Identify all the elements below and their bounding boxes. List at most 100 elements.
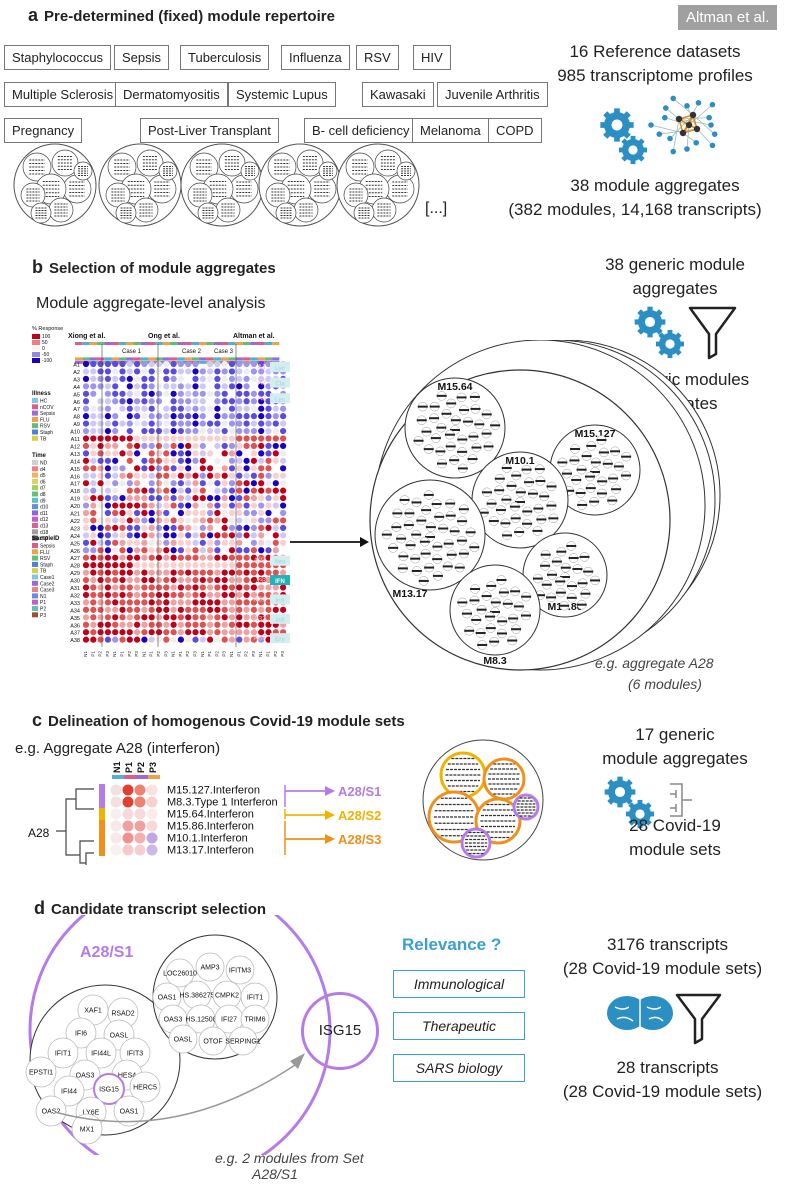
column-label: P1 <box>236 651 241 657</box>
annotation-bar <box>155 357 163 361</box>
heatmap-cell <box>119 614 126 621</box>
heatmap-cell <box>170 390 177 397</box>
heatmap-cell <box>280 420 287 427</box>
heatmap-cell <box>185 480 192 487</box>
heatmap-cell <box>221 442 228 450</box>
heatmap-cell <box>258 383 265 390</box>
column-label: P3 <box>105 651 110 657</box>
heatmap-cell <box>141 599 148 606</box>
legend-swatch <box>32 416 38 422</box>
heatmap-cell <box>82 360 90 368</box>
gene-label: OAS1 <box>120 1109 139 1116</box>
transcript-text-mark <box>566 585 577 588</box>
heatmap-cell <box>192 621 199 628</box>
heatmap-cell <box>97 465 104 472</box>
heatmap-cell <box>214 383 221 390</box>
heatmap-cell <box>207 420 214 427</box>
heatmap-cell <box>126 606 133 613</box>
heatmap-cell <box>163 509 170 517</box>
heatmap-cell <box>250 636 257 643</box>
heatmap-cell <box>126 636 133 643</box>
heatmap-cell <box>228 532 236 539</box>
transcript-text-mark <box>457 438 468 441</box>
heatmap-cell <box>177 569 184 576</box>
heatmap-cell <box>119 502 126 509</box>
heatmap-cell <box>207 405 214 412</box>
heat-dot <box>122 796 134 808</box>
heatmap-cell <box>243 420 250 427</box>
row-label: A13 <box>70 452 80 458</box>
heatmap-cell <box>243 368 250 375</box>
heatmap-cell <box>228 621 236 628</box>
heatmap-cell <box>192 547 199 554</box>
annotation-bar <box>257 342 265 345</box>
network-node <box>662 114 668 121</box>
heatmap-cell <box>207 562 214 569</box>
heatmap-cell <box>228 442 236 450</box>
heatmap-cell <box>192 427 199 435</box>
heatmap-cell <box>265 584 272 591</box>
transcript-text-mark <box>435 450 446 453</box>
heatmap-cell <box>265 502 272 509</box>
transcript-text-mark <box>431 503 442 506</box>
heatmap-cell <box>228 569 236 576</box>
transcript-text-mark <box>461 612 472 615</box>
heatmap-cell <box>112 472 119 479</box>
heatmap-cell <box>207 547 214 554</box>
heatmap-cell <box>250 621 257 628</box>
transcript-text-mark <box>494 477 505 480</box>
heatmap-cell <box>119 576 126 584</box>
heatmap-cell <box>243 398 250 405</box>
transcript-text-mark <box>498 591 509 594</box>
selected-gene-label: ISG15 <box>318 1022 362 1039</box>
heatmap-cell <box>104 360 111 368</box>
heatmap-cell <box>148 532 155 539</box>
heatmap-cell <box>221 562 228 569</box>
heatmap-cell <box>155 465 163 472</box>
heatmap-cell <box>163 495 170 502</box>
heatmap-cell <box>207 621 214 628</box>
heatmap-cell <box>192 599 199 606</box>
heatmap-cell <box>250 435 257 442</box>
annotation-bar <box>191 357 200 361</box>
heat-dot <box>134 844 146 856</box>
transcript-text-mark <box>391 526 402 529</box>
heatmap-cell <box>250 562 257 569</box>
row-label: A9 <box>73 422 80 428</box>
heatmap-cell <box>90 517 97 524</box>
transcript-text-mark <box>511 628 522 631</box>
heatmap-cell <box>280 569 287 576</box>
heatmap-cell <box>185 629 192 636</box>
heatmap-cell <box>177 629 184 636</box>
annotation-bar <box>235 357 243 361</box>
gene-label: IFI44 <box>61 1089 77 1096</box>
aggregate-label: A28 <box>28 826 50 840</box>
module-name: M15.127.Interferon <box>167 785 260 797</box>
heatmap-cell <box>155 495 163 502</box>
legend-swatch <box>32 410 38 416</box>
heatmap-cell <box>192 532 199 539</box>
heatmap-cell <box>250 472 257 479</box>
heatmap-cell <box>163 450 170 457</box>
legend-swatch <box>32 340 40 345</box>
legend-swatch <box>32 478 38 484</box>
heatmap-cell <box>155 532 163 539</box>
gear-tooth <box>647 331 653 338</box>
heatmap-cell <box>250 584 257 591</box>
legend-swatch <box>32 398 38 403</box>
heatmap-cell <box>199 599 206 606</box>
heatmap-cell <box>148 465 155 472</box>
heatmap-cell <box>258 375 265 382</box>
aggregate-tag-box <box>270 362 290 372</box>
heatmap-cell <box>119 435 126 442</box>
heatmap-cell <box>228 472 236 479</box>
heatmap-cell <box>221 576 228 584</box>
heatmap-cell <box>126 398 133 405</box>
legend-swatch <box>32 523 38 528</box>
heatmap-cell <box>280 480 287 487</box>
module-circle <box>30 202 52 224</box>
column-label: P1 <box>149 651 154 657</box>
transcript-text-mark <box>446 402 457 405</box>
heatmap-cell <box>141 368 148 375</box>
heatmap-cell <box>97 383 104 390</box>
